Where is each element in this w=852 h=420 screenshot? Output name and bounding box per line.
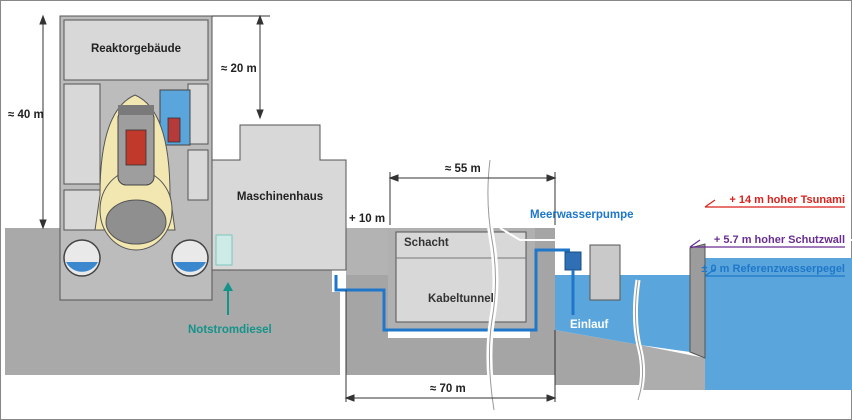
label-reactor-building: Reaktorgebäude bbox=[91, 43, 181, 55]
level-reference: ± 0 m Referenzwasserpegel bbox=[701, 263, 845, 275]
level-tsunami: + 14 m hoher Tsunami bbox=[729, 194, 845, 206]
diesel-arrow bbox=[223, 282, 233, 315]
turbine-hall bbox=[211, 124, 347, 271]
sea-wall bbox=[689, 243, 706, 359]
label-emergency-diesel: Notstromdiesel bbox=[188, 324, 272, 336]
cooling-water-pipe bbox=[334, 248, 570, 332]
dim-height-20: ≈ 20 m bbox=[221, 63, 257, 75]
label-cable-tunnel: Kabeltunnel bbox=[428, 293, 494, 305]
dim-width-55: ≈ 55 m bbox=[445, 163, 481, 175]
label-seawater-pump: Meerwasserpumpe bbox=[530, 209, 634, 221]
intake-structure bbox=[499, 227, 852, 390]
dim-height-40: ≈ 40 m bbox=[8, 109, 44, 121]
break-line-right-edge bbox=[634, 279, 644, 401]
fuel-rack bbox=[167, 117, 181, 143]
break-line-left-edge bbox=[487, 159, 496, 411]
seawater-pump bbox=[564, 251, 582, 271]
reactor-building bbox=[59, 15, 213, 301]
emergency-diesel-room bbox=[215, 234, 233, 266]
reactor-core bbox=[125, 129, 147, 166]
label-shaft: Schacht bbox=[404, 237, 449, 249]
dimension-lines bbox=[39, 14, 557, 402]
level-lines bbox=[689, 199, 845, 277]
dim-width-70: ≈ 70 m bbox=[430, 383, 466, 395]
label-intake: Einlauf bbox=[570, 319, 609, 331]
shaft-and-tunnel bbox=[334, 231, 570, 332]
label-turbine-hall: Maschinenhaus bbox=[237, 191, 323, 203]
level-seawall: + 5.7 m hoher Schutzwall bbox=[714, 234, 845, 246]
dim-level-10: + 10 m bbox=[349, 213, 385, 225]
